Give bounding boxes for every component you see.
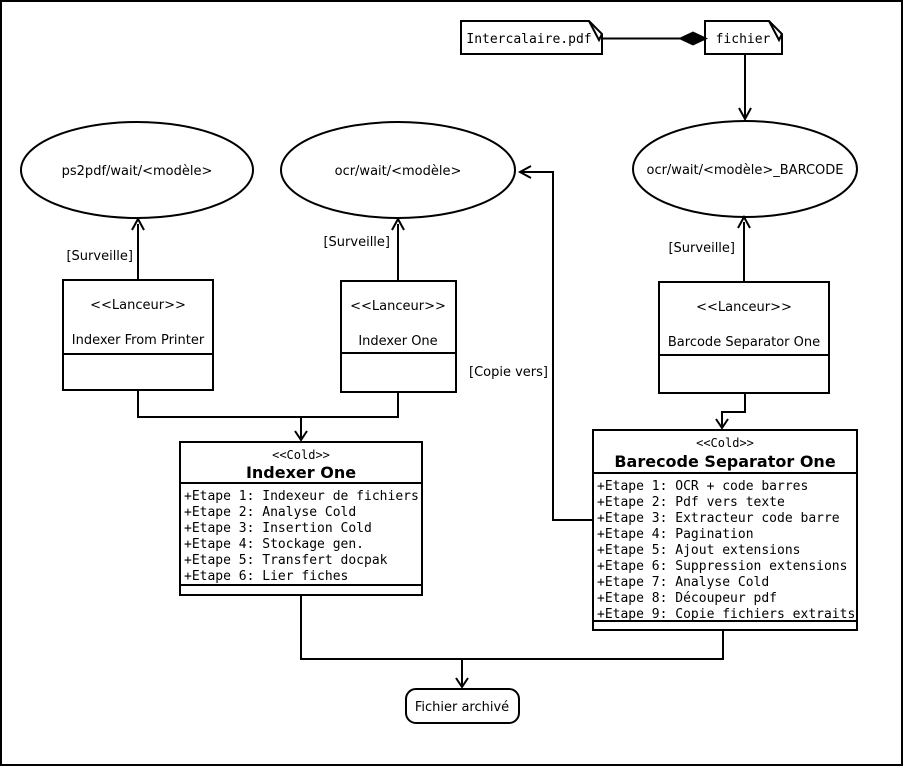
- launcher-indexer-from-printer: <<Lanceur>> Indexer From Printer: [62, 279, 214, 391]
- stereotype-label: <<Cold>>: [272, 448, 330, 462]
- edge-label-surveille-3: [Surveille]: [668, 241, 735, 256]
- step-item: +Etape 4: Pagination: [597, 527, 754, 542]
- arrowhead-down-icon: [738, 107, 752, 122]
- launcher-name: Indexer One: [358, 334, 437, 349]
- arrowhead-left-icon: [517, 165, 532, 179]
- terminal-label: Fichier archivé: [415, 700, 509, 715]
- queue-ocr-label: ocr/wait/<modèle>: [335, 164, 462, 179]
- launcher-name: Barcode Separator One: [668, 335, 820, 350]
- step-item: +Etape 9: Copie fichiers extraits: [597, 607, 855, 622]
- step-item: +Etape 3: Insertion Cold: [184, 521, 372, 536]
- arrowhead-up-icon: [737, 214, 751, 229]
- cold-title: Indexer One: [246, 463, 356, 482]
- step-item: +Etape 8: Découpeur pdf: [597, 591, 777, 606]
- class-box: [179, 441, 423, 596]
- stereotype-label: <<Lanceur>>: [696, 300, 792, 315]
- launcher-indexer-one: <<Lanceur>> Indexer One: [340, 280, 457, 393]
- step-item: +Etape 1: OCR + code barres: [597, 479, 808, 494]
- cold-barecode-separator-one: <<Cold>> Barecode Separator One +Etape 1…: [592, 429, 858, 631]
- cold-indexer-one: <<Cold>> Indexer One +Etape 1: Indexeur …: [179, 441, 423, 596]
- queue-ps2pdf-label: ps2pdf/wait/<modèle>: [62, 164, 213, 179]
- step-item: +Etape 5: Ajout extensions: [597, 543, 801, 558]
- arrowhead-down-icon: [294, 430, 308, 442]
- note-intercalaire-label: Intercalaire.pdf: [466, 32, 591, 47]
- queue-ps2pdf: [20, 121, 254, 219]
- queue-ocr-barcode-label: ocr/wait/<modèle>_BARCODE: [646, 163, 843, 178]
- step-item: +Etape 2: Pdf vers texte: [597, 495, 785, 510]
- stereotype-label: <<Lanceur>>: [90, 298, 186, 313]
- arrowhead-down-icon: [455, 677, 469, 689]
- class-box: [592, 429, 858, 631]
- step-item: +Etape 6: Suppression extensions: [597, 559, 847, 574]
- step-item: +Etape 6: Lier fiches: [184, 569, 348, 584]
- composition-diamond-icon: [678, 31, 708, 46]
- launcher-barcode-separator-one: <<Lanceur>> Barcode Separator One: [658, 281, 830, 394]
- note-fichier-label: fichier: [716, 32, 771, 47]
- launcher-name: Indexer From Printer: [72, 333, 205, 348]
- edge-launchers-to-indexer-cold: [137, 390, 399, 418]
- step-item: +Etape 3: Extracteur code barre: [597, 511, 840, 526]
- edge-copie-vers: [521, 171, 593, 521]
- class-box: [658, 281, 830, 394]
- note-shape: [460, 20, 603, 55]
- step-item: +Etape 7: Analyse Cold: [597, 575, 769, 590]
- arrowhead-down-icon: [715, 418, 729, 430]
- edge-launcher-to-barecode-cold: [721, 393, 746, 426]
- arrowhead-up-icon: [131, 216, 145, 231]
- terminal-fichier-archive: [405, 688, 520, 724]
- edge-label-copie-vers: [Copie vers]: [469, 365, 548, 380]
- step-item: +Etape 1: Indexeur de fichiers: [184, 489, 419, 504]
- stereotype-label: <<Lanceur>>: [350, 299, 446, 314]
- note-fichier: fichier: [704, 20, 783, 55]
- cold-title: Barecode Separator One: [614, 452, 835, 471]
- stereotype-label: <<Cold>>: [696, 436, 754, 450]
- class-box: [62, 279, 214, 391]
- note-fold-icon: [588, 20, 603, 43]
- arrowhead-up-icon: [391, 216, 405, 231]
- note-shape: [704, 20, 783, 55]
- edge-label-surveille-1: [Surveille]: [66, 249, 133, 264]
- edge-colds-to-archive: [300, 595, 724, 660]
- step-item: +Etape 5: Transfert docpak: [184, 553, 388, 568]
- edge-label-surveille-2: [Surveille]: [323, 235, 390, 250]
- note-intercalaire: Intercalaire.pdf: [460, 20, 603, 55]
- note-fold-icon: [768, 20, 783, 43]
- step-item: +Etape 4: Stockage gen.: [184, 537, 364, 552]
- step-item: +Etape 2: Analyse Cold: [184, 505, 356, 520]
